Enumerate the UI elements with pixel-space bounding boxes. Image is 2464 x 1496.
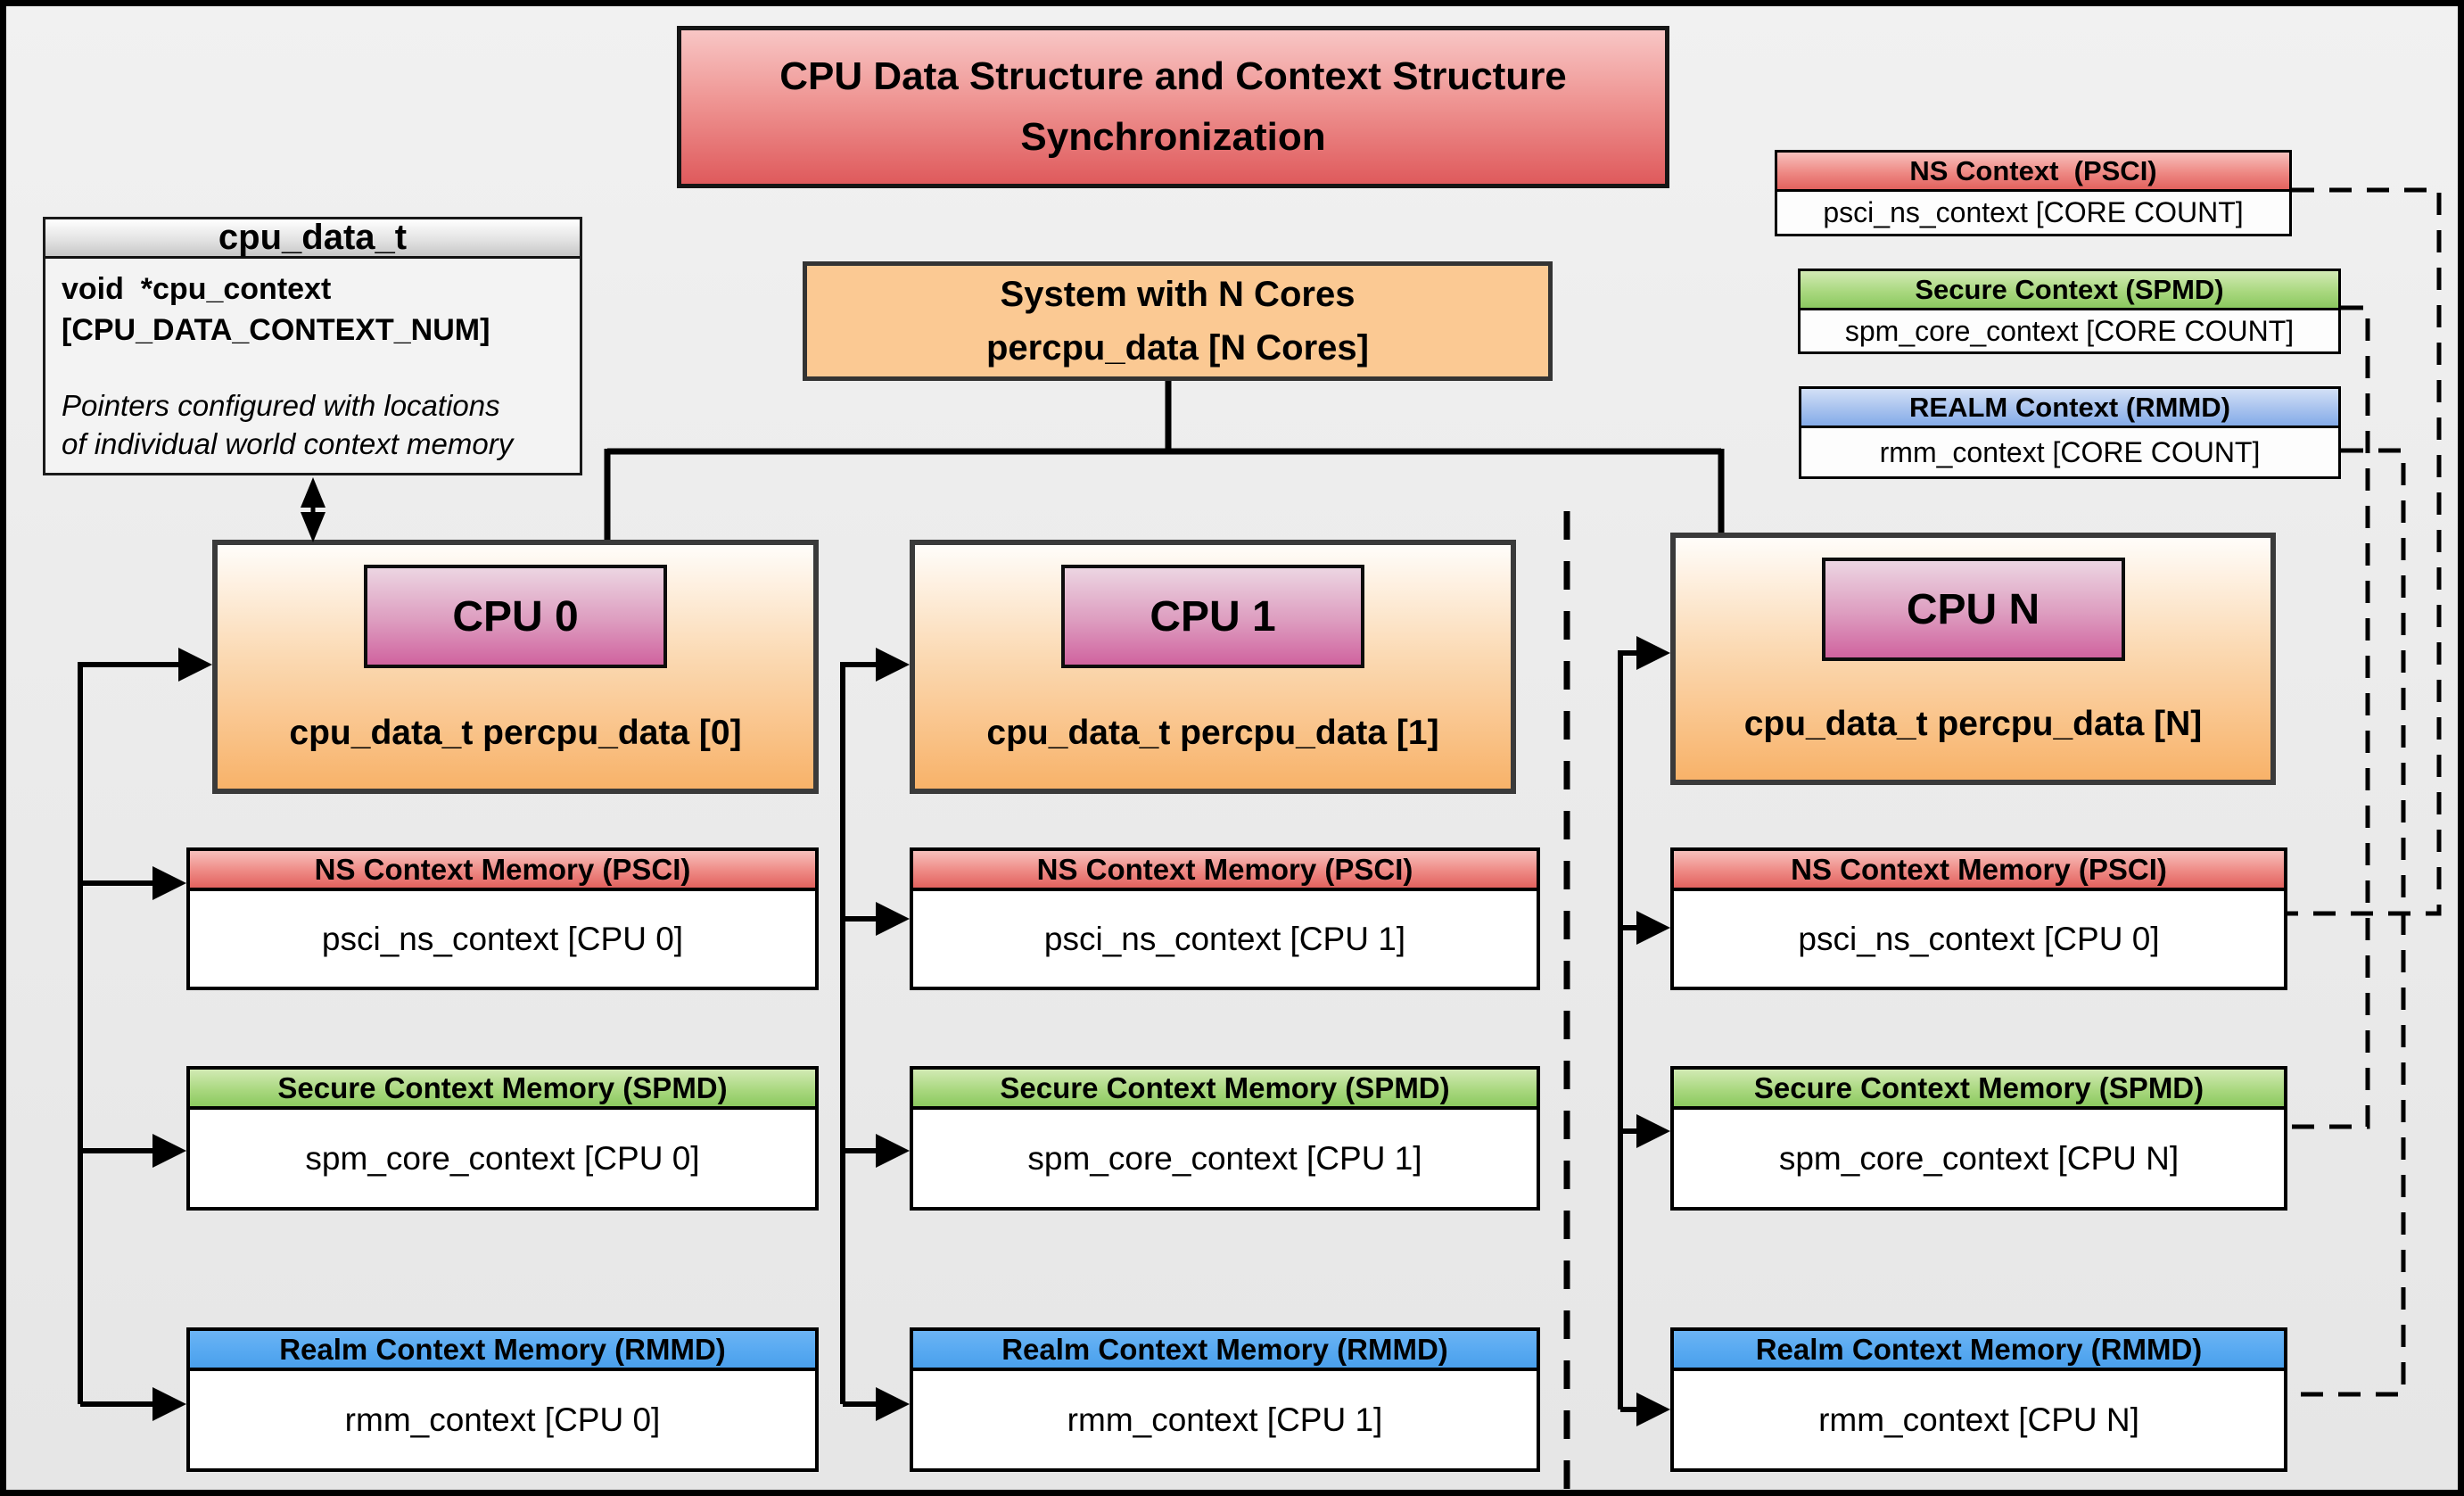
cpu1-ns-context-box: NS Context Memory (PSCI) psci_ns_context… xyxy=(910,847,1540,990)
cpu0-realm-body: rmm_context [CPU 0] xyxy=(344,1401,661,1438)
arrowhead-right-icon xyxy=(152,1134,186,1168)
cpu0-secure-body: spm_core_context [CPU 0] xyxy=(305,1139,700,1177)
cpuN-realm-header: Realm Context Memory (RMMD) xyxy=(1674,1331,2284,1371)
legend-secure-context: Secure Context (SPMD) spm_core_context [… xyxy=(1798,269,2341,354)
realm-legend-link xyxy=(2287,448,2406,1397)
cpu0-caption: cpu_data_t percpu_data [0] xyxy=(289,714,742,752)
cpu1-secure-header: Secure Context Memory (SPMD) xyxy=(913,1070,1537,1110)
spacer xyxy=(62,351,571,387)
legend-link-dashed xyxy=(2287,187,2442,1397)
cpu0-box: CPU 0 cpu_data_t percpu_data [0] xyxy=(212,540,819,794)
cpu0-realm-context-box: Realm Context Memory (RMMD) rmm_context … xyxy=(186,1327,819,1472)
arrowhead-right-icon xyxy=(1636,911,1670,945)
cpu0-ns-context-box: NS Context Memory (PSCI) psci_ns_context… xyxy=(186,847,819,990)
cpuN-secure-context-box: Secure Context Memory (SPMD) spm_core_co… xyxy=(1670,1066,2287,1211)
cpu-data-struct-header: cpu_data_t xyxy=(45,218,580,259)
struct-note-line2: of individual world context memory xyxy=(62,426,514,460)
cpuN-realm-context-box: Realm Context Memory (RMMD) rmm_context … xyxy=(1670,1327,2287,1472)
cpu1-realm-body: rmm_context [CPU 1] xyxy=(1067,1401,1383,1438)
arrowhead-right-icon xyxy=(152,866,186,900)
cpu1-secure-context-box: Secure Context Memory (SPMD) spm_core_co… xyxy=(910,1066,1540,1211)
legend-ns-body: psci_ns_context [CORE COUNT] xyxy=(1823,196,2244,228)
rail-cpu0-arrowheads xyxy=(152,648,212,1421)
legend-realm-header: REALM Context (RMMD) xyxy=(1801,389,2338,428)
page-title: CPU Data Structure and Context Structure… xyxy=(677,26,1669,188)
rail-cpuN-arrowheads xyxy=(1636,636,1670,1426)
cpu1-realm-header: Realm Context Memory (RMMD) xyxy=(913,1331,1537,1371)
page-title-text: CPU Data Structure and Context Structure… xyxy=(779,54,1567,159)
cpuN-ns-header: NS Context Memory (PSCI) xyxy=(1674,851,2284,891)
arrowhead-right-icon xyxy=(1636,636,1670,670)
arrowhead-right-icon xyxy=(876,1134,910,1168)
cpu-data-struct-box: cpu_data_t void *cpu_context [CPU_DATA_C… xyxy=(43,217,582,475)
cpu0-secure-context-box: Secure Context Memory (SPMD) spm_core_co… xyxy=(186,1066,819,1211)
legend-realm-context: REALM Context (RMMD) rmm_context [CORE C… xyxy=(1799,386,2341,479)
cpu0-chip: CPU 0 xyxy=(364,565,667,668)
legend-ns-header: NS Context (PSCI) xyxy=(1777,153,2289,192)
arrowhead-right-icon xyxy=(1636,1114,1670,1148)
struct-note-line1: Pointers configured with locations xyxy=(62,388,500,422)
rail-cpu1-arrowheads xyxy=(876,648,910,1421)
cpu1-ns-header: NS Context Memory (PSCI) xyxy=(913,851,1537,891)
cpu1-secure-body: spm_core_context [CPU 1] xyxy=(1027,1139,1422,1177)
legend-ns-context: NS Context (PSCI) psci_ns_context [CORE … xyxy=(1775,150,2292,236)
cpuN-caption: cpu_data_t percpu_data [N] xyxy=(1743,705,2203,743)
cpuN-realm-body: rmm_context [CPU N] xyxy=(1818,1401,2139,1438)
system-branch-lines xyxy=(604,381,1725,540)
cpu-data-double-arrow xyxy=(301,477,326,542)
cpuN-chip: CPU N xyxy=(1821,558,2125,661)
cpuN-ns-body: psci_ns_context [CPU 0] xyxy=(1798,920,2160,957)
rail-cpu1 xyxy=(840,662,878,1407)
cpuN-secure-body: spm_core_context [CPU N] xyxy=(1778,1139,2180,1177)
cpu0-ns-header: NS Context Memory (PSCI) xyxy=(190,851,815,891)
cpu0-ns-body: psci_ns_context [CPU 0] xyxy=(321,920,684,957)
cpuN-secure-header: Secure Context Memory (SPMD) xyxy=(1674,1070,2284,1110)
struct-field-line2: [CPU_DATA_CONTEXT_NUM] xyxy=(62,312,490,347)
cpuN-box: CPU N cpu_data_t percpu_data [N] xyxy=(1670,533,2276,785)
cpu1-ns-body: psci_ns_context [CPU 1] xyxy=(1043,920,1406,957)
system-box-line2: percpu_data [N Cores] xyxy=(986,328,1369,368)
arrowhead-right-icon xyxy=(876,1387,910,1421)
rail-cpu0 xyxy=(78,662,180,1407)
cpu1-chip: CPU 1 xyxy=(1061,565,1364,668)
legend-realm-body: rmm_context [CORE COUNT] xyxy=(1879,435,2261,468)
cpu0-realm-header: Realm Context Memory (RMMD) xyxy=(190,1331,815,1371)
rail-cpuN xyxy=(1618,650,1638,1412)
legend-secure-body: spm_core_context [CORE COUNT] xyxy=(1844,314,2295,347)
cpuN-ns-context-box: NS Context Memory (PSCI) psci_ns_context… xyxy=(1670,847,2287,990)
cpu-data-struct-body: void *cpu_context [CPU_DATA_CONTEXT_NUM]… xyxy=(62,269,571,464)
arrowhead-right-icon xyxy=(152,1387,186,1421)
cpu1-caption: cpu_data_t percpu_data [1] xyxy=(986,714,1439,752)
arrowhead-right-icon xyxy=(178,648,212,682)
system-box-line1: System with N Cores xyxy=(1000,275,1356,314)
arrowhead-right-icon xyxy=(1636,1393,1670,1426)
arrowhead-down-icon xyxy=(301,512,326,542)
cpu1-realm-context-box: Realm Context Memory (RMMD) rmm_context … xyxy=(910,1327,1540,1472)
arrowhead-up-icon xyxy=(301,477,326,508)
legend-secure-header: Secure Context (SPMD) xyxy=(1801,271,2338,310)
cpu1-box: CPU 1 cpu_data_t percpu_data [1] xyxy=(910,540,1516,794)
arrowhead-right-icon xyxy=(876,902,910,936)
arrowhead-right-icon xyxy=(876,648,910,682)
cpu0-secure-header: Secure Context Memory (SPMD) xyxy=(190,1070,815,1110)
system-box: System with N Cores percpu_data [N Cores… xyxy=(803,261,1553,381)
struct-field-line1: void *cpu_context xyxy=(62,272,332,306)
